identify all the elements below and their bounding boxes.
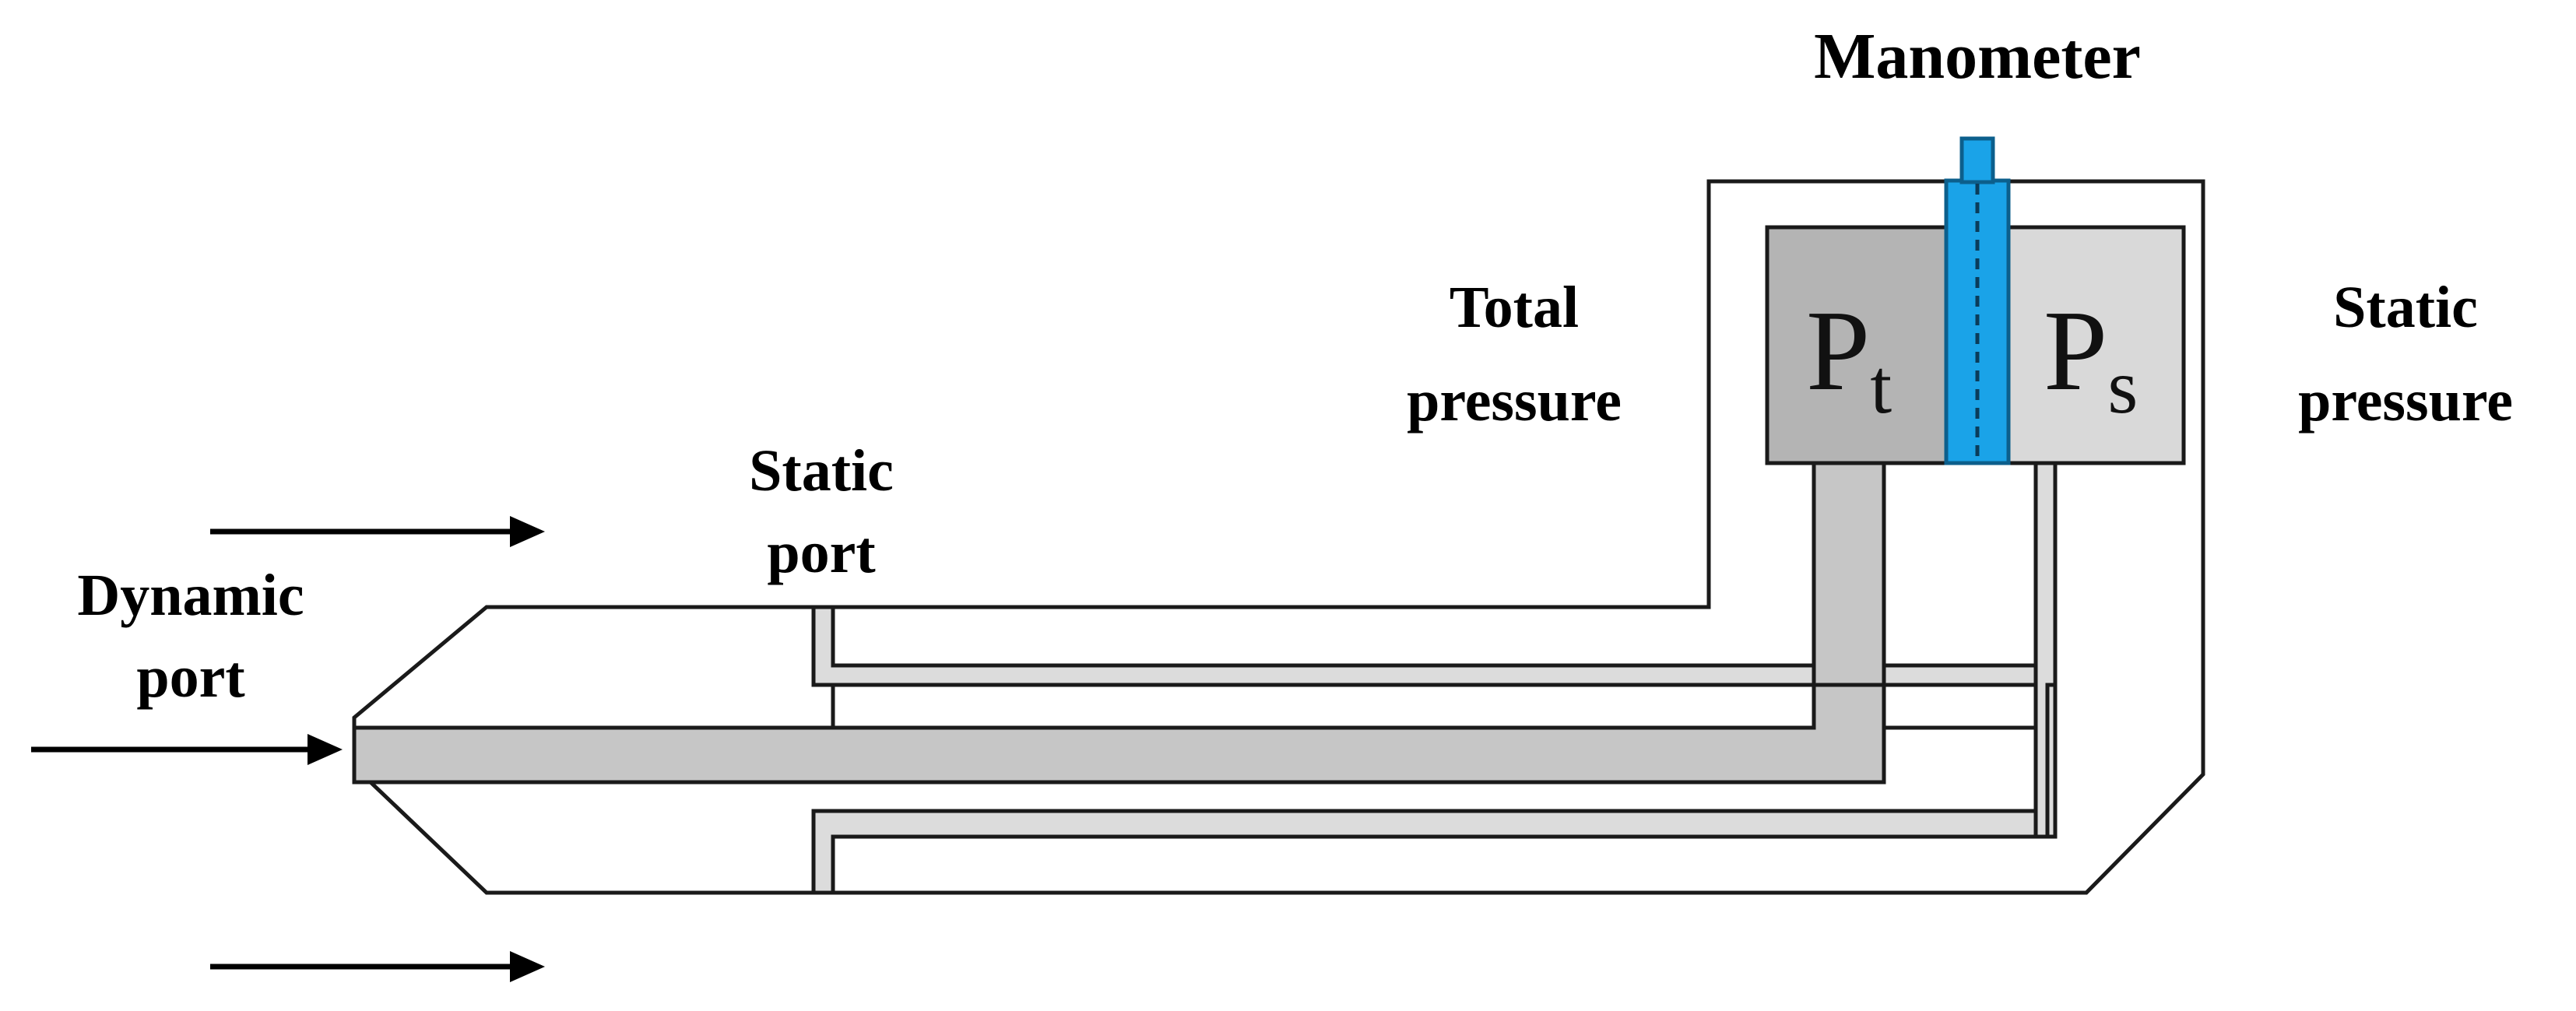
manometer-cap [1959, 136, 1995, 184]
static-port-label-line2: port [767, 520, 875, 585]
total-pressure-label-line1: Total [1450, 275, 1579, 340]
flow-arrow-bottom [210, 951, 545, 982]
inner-gap-upper [831, 683, 2038, 730]
static-chamber-label: Ps [2044, 287, 2138, 430]
flow-arrow-top [210, 516, 545, 547]
dynamic-port-label-line1: Dynamic [77, 563, 304, 628]
static-pressure-label-line2: pressure [2298, 368, 2513, 434]
total-pressure-chamber [1765, 225, 1949, 465]
static-pressure-chamber [2006, 225, 2186, 465]
static-port-label-line1: Static [749, 438, 894, 504]
static-pressure-label-line1: Static [2333, 275, 2478, 340]
total-chamber-label: Pt [1806, 287, 1892, 430]
dynamic-port-label-line2: port [136, 644, 244, 710]
manometer-label: Manometer [1814, 20, 2141, 93]
static-return-tube [2045, 683, 2058, 839]
flow-arrow-middle [31, 734, 343, 765]
total-pressure-label-line2: pressure [1407, 368, 1622, 434]
